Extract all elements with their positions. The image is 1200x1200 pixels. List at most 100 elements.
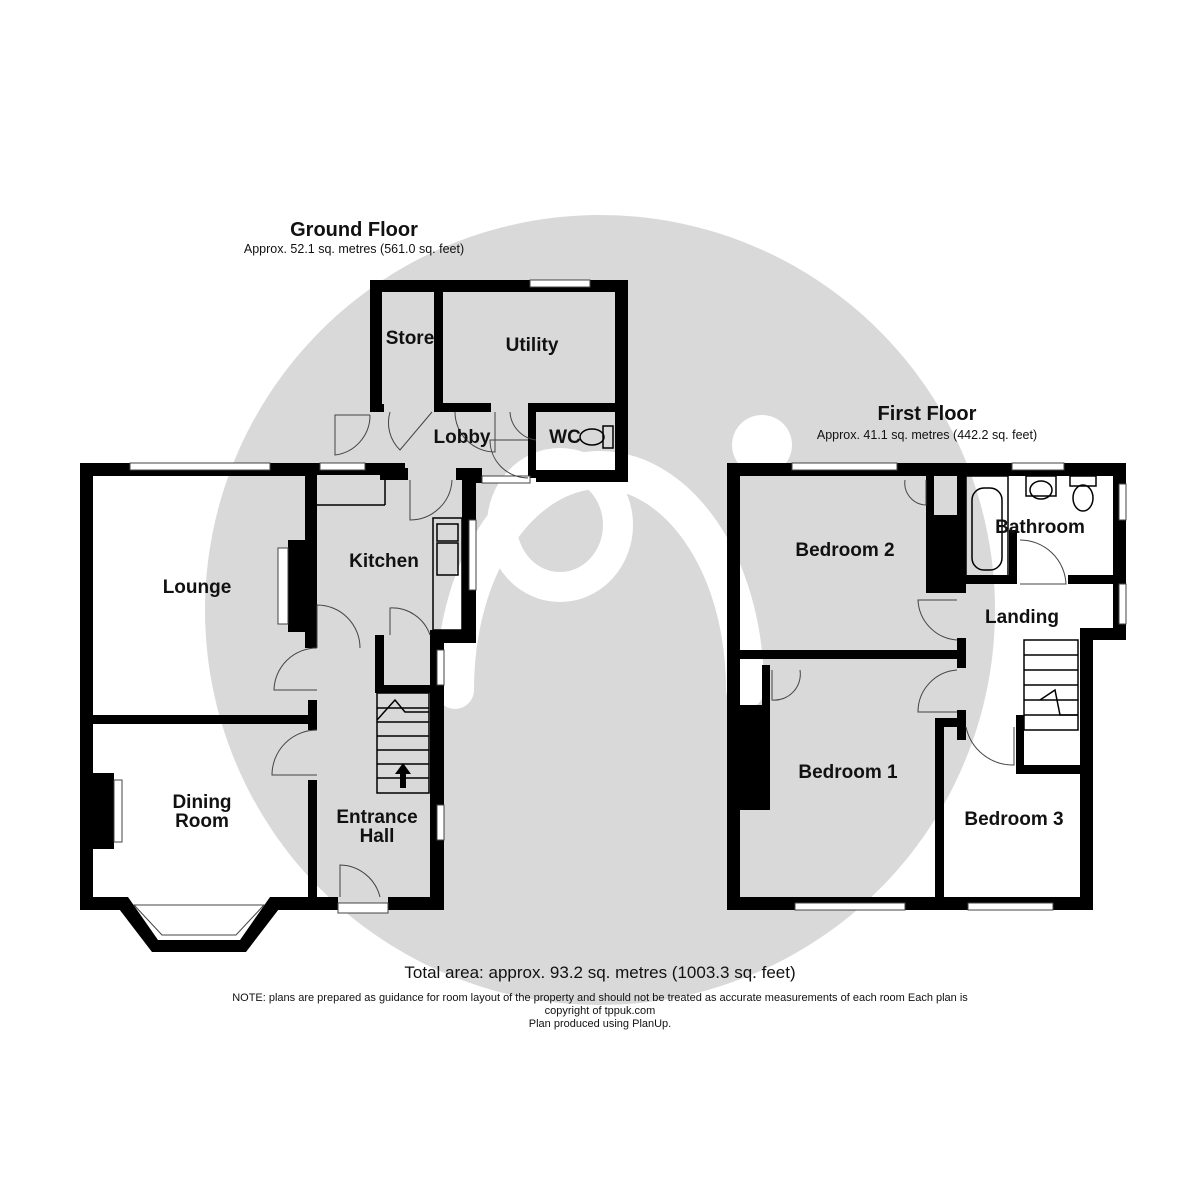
store-lintel-2: [434, 404, 444, 412]
door-kitchen-lounge: [316, 604, 361, 649]
toilet-icon: [1069, 475, 1097, 512]
room-label-utility: Utility: [506, 335, 559, 356]
door-hall-dining: [271, 729, 318, 776]
ff-wardrobe-bed2: [926, 515, 957, 593]
ff-window-bed1: [794, 902, 906, 911]
room-label-hall-2: Hall: [360, 826, 395, 847]
window-hall: [436, 804, 445, 841]
ff-wall-left: [727, 463, 740, 910]
wall-lobby-bottom-a: [380, 468, 408, 480]
wall-wc-top: [528, 403, 618, 412]
ff-window-landing: [1118, 583, 1127, 625]
ff-window-bath: [1011, 462, 1065, 471]
note-line-2: copyright of tppuk.com: [545, 1005, 656, 1017]
wall-lounge-dining: [80, 715, 317, 724]
door-wc: [489, 439, 529, 479]
room-label-lobby: Lobby: [434, 427, 491, 448]
lounge-hearth: [277, 547, 289, 625]
wall-under-stair: [375, 635, 384, 690]
ff-wall-stair-side: [1016, 715, 1024, 770]
store-lintel: [374, 404, 384, 412]
ff-cupboard-bed2: [926, 476, 934, 516]
ff-window-bath-side: [1118, 483, 1127, 521]
ff-stairs: [1023, 639, 1079, 731]
wall-hall-left-upper: [308, 700, 317, 730]
bathtub-icon: [965, 475, 1009, 577]
ff-cupboard-bed1: [762, 665, 770, 707]
ff-wall-bath-bottom: [1068, 575, 1126, 584]
door-hall-lounge: [273, 647, 318, 691]
note-line-3: Plan produced using PlanUp.: [529, 1018, 671, 1030]
kitchen-worktop: [432, 517, 463, 631]
wall-annex-left: [370, 280, 382, 412]
door-under-stair: [389, 607, 431, 636]
door-front: [339, 864, 381, 898]
window-kitchen: [319, 462, 366, 471]
window-utility: [529, 279, 591, 288]
total-area: Total area: approx. 93.2 sq. metres (100…: [404, 963, 795, 982]
door-lobby-rear: [334, 414, 371, 456]
ground-floor-area: Approx. 52.1 sq. metres (561.0 sq. feet): [244, 242, 464, 256]
room-label-bathroom: Bathroom: [995, 517, 1085, 538]
room-label-store: Store: [386, 328, 435, 349]
wall-lobby-right: [470, 468, 482, 483]
door-wc-2: [509, 411, 537, 441]
wall-left: [80, 463, 93, 910]
room-label-landing: Landing: [985, 607, 1059, 628]
bay-glass: [132, 904, 266, 936]
wall-utility-bottom: [443, 403, 491, 412]
room-label-wc: WC: [549, 427, 581, 448]
room-label-dining-1: Dining: [172, 792, 231, 813]
bay-window: [116, 897, 282, 952]
ff-door-bathroom: [1019, 539, 1067, 585]
ff-wall-bed1-bed3: [935, 718, 944, 910]
ff-wall-bed3-right-top: [1016, 765, 1093, 774]
ff-wardrobe-bed1: [740, 705, 770, 810]
note-line-1: NOTE: plans are prepared as guidance for…: [232, 992, 968, 1004]
ff-door-cupboard-bed1: [771, 669, 801, 701]
door-utility: [454, 411, 496, 453]
ff-wall-bath-inner: [1009, 530, 1017, 584]
ff-wall-bath-left: [957, 463, 966, 584]
ff-door-bed2: [917, 599, 958, 641]
ff-wall-top: [727, 463, 1126, 476]
wall-bottom-mid: [270, 897, 338, 910]
ff-wall-bed3-top: [935, 718, 966, 727]
room-label-lounge: Lounge: [163, 577, 232, 598]
first-floor-area: Approx. 41.1 sq. metres (442.2 sq. feet): [817, 428, 1037, 442]
window-kitchen-side: [468, 519, 477, 591]
door-store: [387, 411, 433, 451]
kitchen-sink: [436, 523, 459, 542]
room-label-bedroom-2: Bedroom 2: [795, 540, 894, 561]
dining-hearth: [113, 779, 123, 843]
ff-door-cupboard-bed2: [904, 479, 927, 506]
room-label-bedroom-3: Bedroom 3: [964, 809, 1063, 830]
kitchen-drainer: [436, 542, 459, 576]
basin-icon: [1025, 475, 1057, 500]
window-stair: [436, 649, 445, 686]
ff-door-bed1: [917, 669, 958, 713]
dining-fireplace: [92, 773, 114, 849]
wall-annex-bottom: [536, 470, 628, 482]
door-kitchen-lobby: [409, 479, 453, 521]
window-lounge: [129, 462, 271, 471]
watermark-loop: [487, 448, 633, 602]
lounge-fireplace: [288, 540, 308, 632]
watermark-dot: [732, 415, 792, 475]
wc-toilet-icon: [579, 425, 614, 449]
wall-bottom-left: [80, 897, 128, 910]
ff-wall-step-vertical: [1080, 628, 1093, 778]
ground-floor-title: Ground Floor: [290, 219, 418, 241]
agency-logo-icon: [205, 215, 995, 1005]
ff-wall-right-lower: [1080, 772, 1093, 910]
ff-door-bed3: [965, 726, 1015, 766]
room-label-dining-2: Room: [175, 811, 229, 832]
window-wc: [481, 475, 531, 484]
ground-stairs: [376, 692, 430, 794]
wall-store-utility: [434, 280, 443, 412]
wall-annex-right: [615, 280, 628, 482]
wall-hall-right: [430, 680, 444, 910]
ground-floor-plan: [80, 279, 628, 952]
wall-kitchen-bottom: [430, 630, 476, 643]
